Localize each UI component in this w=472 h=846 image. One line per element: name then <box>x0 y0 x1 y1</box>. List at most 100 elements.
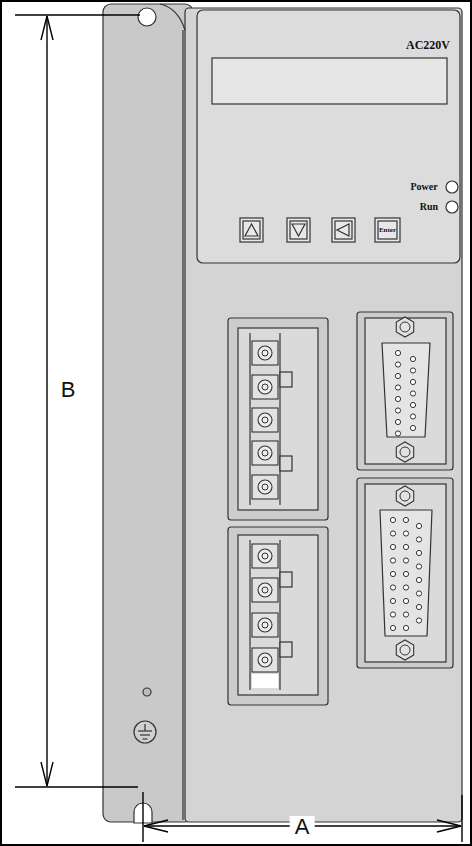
connector-pin <box>403 544 408 549</box>
latch-tab <box>280 642 292 657</box>
connector-pin <box>395 408 400 413</box>
connector-pin <box>390 571 395 576</box>
ground-bar <box>138 730 152 731</box>
hole-relief <box>160 4 185 30</box>
connector-frame <box>357 312 453 470</box>
connector-pin <box>390 585 395 590</box>
arrow-head <box>144 820 168 832</box>
terminal-cell <box>252 648 278 672</box>
connector-pin <box>390 625 395 630</box>
latch-tab <box>280 372 292 387</box>
connector-pin <box>416 618 421 623</box>
ground-bar <box>140 734 150 735</box>
screw-head <box>258 413 272 427</box>
connector-pin <box>390 558 395 563</box>
hex-bore <box>400 447 410 457</box>
screw-slot <box>262 384 268 390</box>
extension-line <box>15 14 140 15</box>
terminal-screw <box>252 408 278 432</box>
terminal-cell <box>252 544 278 568</box>
left-triangle <box>337 224 349 236</box>
screw-head <box>258 549 272 563</box>
terminal-screw <box>252 375 278 399</box>
terminal-screw <box>252 341 278 365</box>
screw-slot <box>262 553 268 559</box>
screw-slot <box>262 622 268 628</box>
arrow-head <box>41 16 53 40</box>
terminal-cell <box>252 441 278 465</box>
connector-pin <box>403 571 408 576</box>
connector-pin <box>410 391 415 396</box>
screw-head <box>258 583 272 597</box>
terminal-recess <box>238 535 318 695</box>
led-label: Power <box>410 182 437 192</box>
connector-pin <box>416 550 421 555</box>
connector-pin <box>390 612 395 617</box>
dimension-b <box>15 15 140 787</box>
voltage-rating: AC220V <box>406 39 450 51</box>
terminal-screw <box>252 441 278 465</box>
hex-nut <box>396 486 413 506</box>
connector-pin <box>410 356 415 361</box>
key-label: Enter <box>379 227 396 234</box>
connector-pin <box>410 368 415 373</box>
motor-terminal-block <box>228 527 328 705</box>
screw-slot <box>262 484 268 490</box>
connector-pin <box>395 362 400 367</box>
key-enter <box>375 218 400 242</box>
hex-nut <box>396 640 413 660</box>
dimension-label: A <box>290 816 315 838</box>
connector-pin <box>410 402 415 407</box>
screw-head <box>258 380 272 394</box>
connector-pin <box>395 419 400 424</box>
screw-slot <box>262 450 268 456</box>
terminal-recess <box>238 328 318 510</box>
terminal-screw <box>252 544 278 568</box>
jack-screw <box>396 317 413 337</box>
dsub-shell <box>380 510 432 636</box>
connector-pin <box>410 379 415 384</box>
connector-pin <box>416 537 421 542</box>
key-left <box>332 218 355 242</box>
terminal-edge <box>279 333 280 505</box>
terminal-frame <box>228 527 328 705</box>
connector-pin <box>410 414 415 419</box>
terminal-edge <box>249 540 250 690</box>
latch-tab <box>280 572 292 587</box>
connector-pin <box>395 373 400 378</box>
connector-pin <box>416 577 421 582</box>
screw-head <box>258 653 272 667</box>
key-enter-inner <box>378 221 397 239</box>
indicator-dot <box>143 688 151 696</box>
connector-pin <box>395 385 400 390</box>
terminal-cell <box>252 475 278 499</box>
hex-nut <box>396 442 413 462</box>
connector-pin <box>403 598 408 603</box>
terminal-cell <box>252 578 278 602</box>
lcd-window <box>212 58 447 104</box>
encoder-connector <box>357 312 453 470</box>
key-up <box>240 218 263 242</box>
dsub-shell <box>382 343 430 437</box>
terminal-cell <box>252 613 278 637</box>
extension-line <box>461 795 462 842</box>
ground-symbol <box>134 721 156 743</box>
jack-screw <box>396 640 413 660</box>
terminal-screw <box>252 613 278 637</box>
hex-bore <box>400 645 410 655</box>
connector-pin <box>390 531 395 536</box>
display-panel <box>197 10 460 263</box>
connector-pin <box>416 604 421 609</box>
hex-nut <box>396 317 413 337</box>
terminal-mark <box>252 674 278 688</box>
screw-head <box>258 446 272 460</box>
connector-pin <box>403 625 408 630</box>
connector-pin <box>403 612 408 617</box>
control-connector <box>357 478 453 668</box>
power-terminal-block <box>228 318 328 520</box>
power-led <box>446 181 458 193</box>
arrow-head <box>437 820 461 832</box>
connector-pin <box>403 585 408 590</box>
